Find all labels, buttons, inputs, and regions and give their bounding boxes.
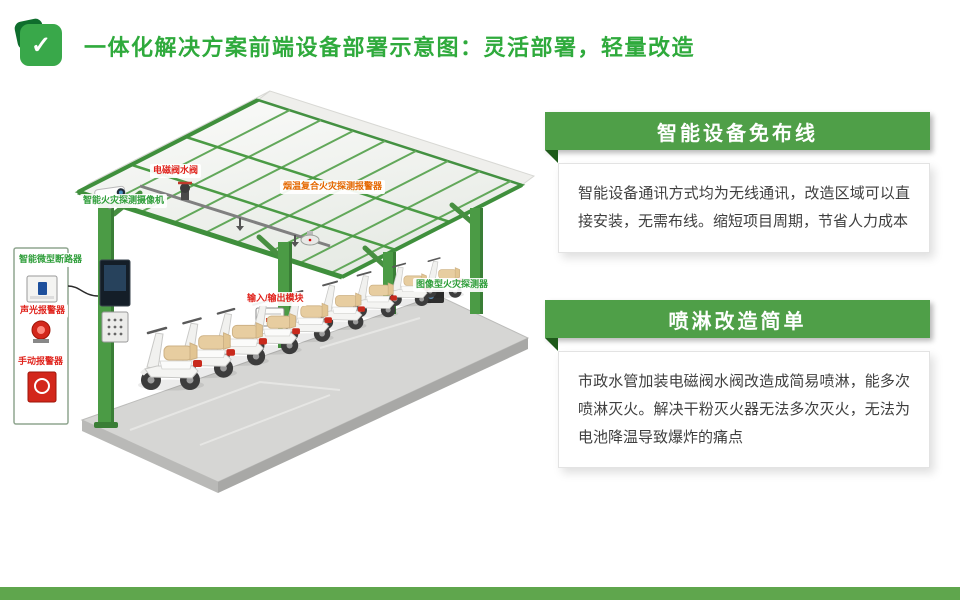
keypad [101, 311, 129, 343]
sprinkler-head [291, 235, 299, 247]
label-sound-light-alarm: 声光报警器 [17, 304, 69, 318]
manual-alarm-device [27, 371, 57, 403]
panel-title: 喷淋改造简单 [668, 310, 807, 333]
panel-title: 智能设备免布线 [657, 122, 818, 145]
sprinkler-pipe [139, 181, 331, 248]
label-fire-camera: 智能火灾探测摄像机 [80, 194, 168, 208]
cabinet-wire [67, 285, 99, 297]
panel-body-text: 市政水管加装电磁阀水阀改造成简易喷淋，能多次喷淋灭火。解决干粉灭火器无法多次灭火… [558, 351, 930, 469]
strobe-alarm-device [31, 320, 51, 343]
solenoid-water-valve [178, 181, 192, 200]
info-panel-sprinkler: 喷淋改造简单 市政水管加装电磁阀水阀改造成简易喷淋，能多次喷淋灭火。解决干粉灭火… [545, 300, 930, 469]
parking-platform [80, 294, 530, 493]
panel-body-text: 智能设备通讯方式均为无线通讯，改造区域可以直接安装，无需布线。缩短项目周期，节省… [558, 163, 930, 253]
label-io-module: 输入/输出模块 [244, 292, 307, 306]
label-smart-breaker: 智能微型断路器 [16, 253, 86, 267]
label-smoke-detector: 烟温复合火灾探测报警器 [280, 180, 386, 194]
roof-purlins [131, 135, 451, 252]
title-logo: ✓ [13, 17, 62, 66]
ribbon-fold [545, 150, 558, 163]
check-icon: ✓ [20, 24, 62, 66]
label-image-detector: 图像型火灾探测器 [413, 278, 492, 292]
bottom-accent-bar [0, 587, 960, 600]
info-panel-wireless: 智能设备免布线 智能设备通讯方式均为无线通讯，改造区域可以直接安装，无需布线。缩… [545, 112, 930, 253]
control-screen [99, 259, 131, 307]
sprinkler-head [236, 218, 244, 231]
label-manual-alarm: 手动报警器 [15, 355, 67, 369]
circuit-breaker-device [26, 275, 58, 303]
page-title: 一体化解决方案前端设备部署示意图：灵活部署，轻量改造 [84, 35, 696, 60]
ribbon-fold [545, 338, 558, 351]
equipment-cabinet [13, 247, 69, 425]
panel-title-bar: 智能设备免布线 [545, 112, 930, 163]
label-solenoid-valve: 电磁阀水阀 [150, 164, 202, 178]
smoke-heat-detector [300, 231, 320, 246]
panel-title-bar: 喷淋改造简单 [545, 300, 930, 351]
